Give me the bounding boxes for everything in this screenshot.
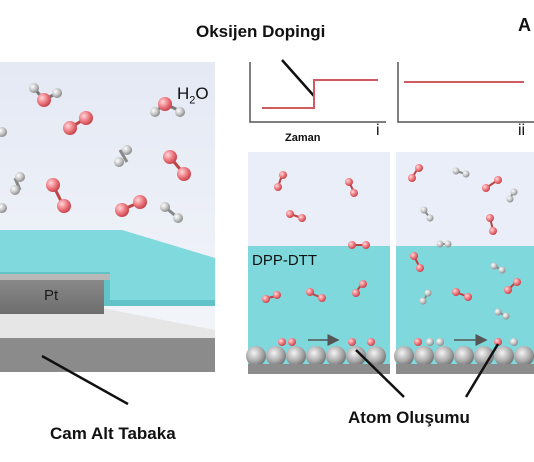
doping-step-plots [249,59,534,123]
oxygen-molecule [345,178,358,197]
oxygen-molecule [352,280,367,297]
oxygen-molecule [408,164,423,182]
substrate-leader-line [41,354,129,406]
water-label: H2O [177,84,209,106]
oxygen-molecule [348,241,370,249]
oxygen-molecule [274,171,287,191]
polymer-film [0,230,215,300]
panel-i-label: i [376,122,380,139]
oxygen-molecule [115,195,147,217]
water-molecule [29,83,62,107]
oxygen-molecule [306,288,326,302]
gray-molecule [114,145,132,167]
oxygen-molecule [486,214,497,235]
left-device-panel [0,62,215,406]
oxygen-molecule [504,278,521,294]
substrate-label: Cam Alt Tabaka [50,424,176,443]
oxygen-molecule [410,252,424,272]
oxygen-doping-title: Oksijen Dopingi [196,22,326,41]
time-axis-label: Zaman [285,132,321,144]
glass-substrate-side [0,338,215,372]
plot-i-axes [249,62,386,123]
water-molecule [150,97,185,117]
substrate-atoms [246,346,386,366]
pt-electrode [0,278,104,314]
gray-molecule [419,289,432,305]
atom-formation-label: Atom Oluşumu [348,408,470,427]
oxygen-molecule [63,111,93,135]
oxygen-molecule [262,291,281,303]
panel-ii-label: ii [518,122,526,139]
oxygen-molecule [163,150,191,181]
gray-molecule [452,167,470,178]
pt-electrode-top [0,274,110,280]
gray-molecule [10,172,25,195]
corner-letter: A [518,15,531,35]
title-leader-line [281,59,315,97]
gray-atom [0,203,7,213]
oxygen-molecule [452,288,472,301]
gray-molecule [420,206,434,222]
water-label-o: O [195,84,209,103]
atom-leader-line-i [355,349,405,398]
plot-ii-axes [397,62,534,123]
water-label-h: H [177,84,190,103]
gray-molecule [160,202,183,223]
substrate-atoms [394,346,534,366]
gray-molecule [436,240,452,248]
gray-molecule [490,262,506,274]
gray-molecule [506,188,518,203]
gray-atom [0,127,7,137]
panel-i [246,152,405,398]
water-label-sub: 2 [189,94,196,107]
atom-leader-line-ii [464,343,500,398]
plot-i-step-line [262,79,378,109]
oxygen-molecule [482,176,502,192]
gray-molecule [494,308,510,320]
pt-label: Pt [44,287,59,304]
polymer-label: DPP-DTT [252,252,317,269]
oxygen-molecule [46,178,71,213]
oxygen-molecule [286,210,306,222]
panel-ii [394,152,534,398]
